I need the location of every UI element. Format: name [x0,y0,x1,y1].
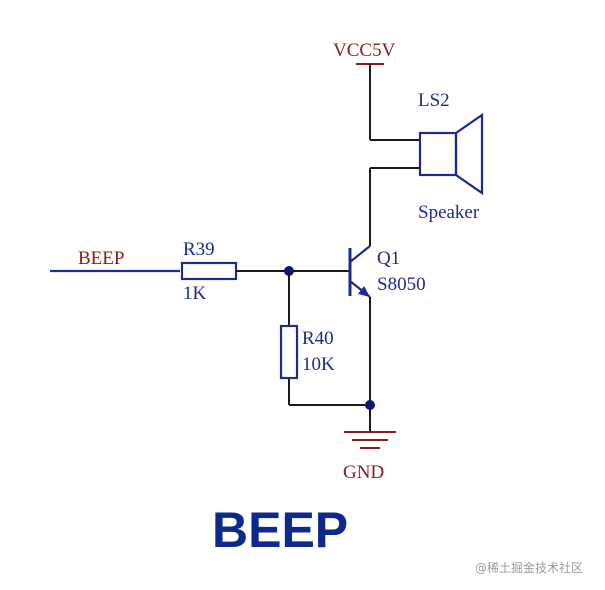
transistor-q1 [348,245,371,298]
r40-value-label: 10K [302,354,335,375]
r39-ref-label: R39 [183,239,215,260]
net-label-vcc: VCC5V [333,40,396,61]
q1-value-label: S8050 [377,274,426,295]
watermark-text: @稀土掘金技术社区 [475,560,583,575]
ls2-value-label: Speaker [418,202,480,223]
resistor-r39 [180,261,238,281]
q1-ref-label: Q1 [377,248,400,269]
collector-wire [369,167,420,246]
junction-dot-ground [365,400,375,410]
r39-value-label: 1K [183,283,207,304]
net-label-beep: BEEP [78,248,124,269]
emitter-arrow-icon [358,286,370,297]
resistor-r40 [279,324,299,380]
r40-wires [288,271,370,406]
net-label-gnd: GND [343,462,384,483]
diagram-title: BEEP [212,502,348,558]
ls2-ref-label: LS2 [418,90,450,111]
ground-icon [344,431,396,449]
vcc-power-icon [356,63,420,141]
r40-ref-label: R40 [302,328,334,349]
speaker-icon [418,112,484,196]
